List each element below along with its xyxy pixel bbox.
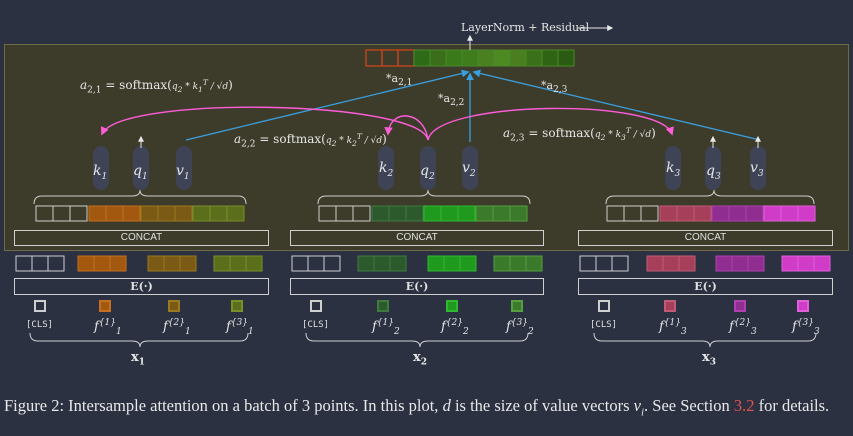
cls-token-2 <box>310 300 322 312</box>
feature-1-1 <box>99 300 111 312</box>
output-vector <box>365 49 575 67</box>
feature-3-2 <box>734 300 746 312</box>
embedding-vectors-1 <box>15 255 263 272</box>
layernorm-residual-label: LayerNorm + Residual <box>461 21 590 34</box>
feature-label-3-2: f{2}3 <box>729 318 757 337</box>
concat-vector-1 <box>35 205 245 222</box>
kqv-up-arrows <box>138 135 761 148</box>
concat-bar-2: CONCAT <box>290 230 544 246</box>
section-ref-link[interactable]: 3.2 <box>733 396 755 415</box>
feature-label-1-1: f{1}1 <box>94 318 122 337</box>
cls-token-3 <box>598 300 610 312</box>
feature-label-1-2: f{2}1 <box>163 318 191 337</box>
q2-to-k1-arrow <box>101 106 429 141</box>
feature-label-2-3: f{3}2 <box>506 318 534 337</box>
feature-label-1-3: f{3}1 <box>226 318 254 337</box>
feature-label-3-1: f{1}3 <box>659 318 687 337</box>
encoder-bar-3: E(·) <box>578 278 833 295</box>
feature-label-2-1: f{1}2 <box>372 318 400 337</box>
feature-3-3 <box>797 300 809 312</box>
feature-1-3 <box>231 300 243 312</box>
feature-label-3-3: f{3}3 <box>792 318 820 337</box>
feature-3-1 <box>664 300 676 312</box>
q1-label: q1 <box>133 163 148 182</box>
feature-2-1 <box>377 300 389 312</box>
weight-label-a21: *a2,1 <box>386 72 413 89</box>
feature-2-2 <box>446 300 458 312</box>
feature-2-3 <box>511 300 523 312</box>
attention-equation-a23: a2,3 = softmax(q2 * k3T / √d) <box>503 126 656 144</box>
cls-label-3: [CLS] <box>590 320 618 330</box>
cls-label-2: [CLS] <box>302 320 330 330</box>
v3-to-output-arrow <box>472 69 761 141</box>
cls-label-1: [CLS] <box>26 320 54 330</box>
attention-equation-a21: a2,1 = softmax(q2 * k1T / √d) <box>80 78 233 96</box>
feature-1-2 <box>168 300 180 312</box>
encoder-bar-1: E(·) <box>14 278 269 295</box>
cls-token-1 <box>34 300 46 312</box>
top-braces <box>33 189 815 205</box>
q2-label: q2 <box>420 163 435 182</box>
encoder-bar-2: E(·) <box>290 278 544 295</box>
attention-equation-a22: a2,2 = softmax(q2 * k2T / √d) <box>234 132 387 150</box>
q2-to-k3-arrow <box>427 107 674 141</box>
embedding-vectors-3 <box>579 255 831 272</box>
concat-bar-3: CONCAT <box>578 230 833 246</box>
k2-label: k2 <box>379 160 394 179</box>
concat-vector-3 <box>606 205 816 222</box>
bottom-braces <box>29 332 817 348</box>
v1-to-output-arrow <box>185 69 470 141</box>
k3-label: k3 <box>666 160 681 179</box>
x3-label: x3 <box>702 350 717 368</box>
q3-label: q3 <box>706 163 721 182</box>
x2-label: x2 <box>413 350 428 368</box>
weight-label-a23: *a2,3 <box>541 79 568 96</box>
concat-bar-1: CONCAT <box>14 230 269 246</box>
kqv-pillars <box>93 146 766 190</box>
weight-label-a22: *a2,2 <box>438 92 465 109</box>
v2-label: v2 <box>462 160 476 179</box>
figure-caption: Figure 2: Intersample attention on a bat… <box>4 396 830 419</box>
q2-to-k2-arrow <box>384 115 429 141</box>
embedding-vectors-2 <box>291 255 543 272</box>
feature-label-2-2: f{2}2 <box>441 318 469 337</box>
v1-label: v1 <box>176 163 190 182</box>
v3-label: v3 <box>750 160 764 179</box>
concat-vector-2 <box>318 205 528 222</box>
k1-label: k1 <box>93 163 108 182</box>
x1-label: x1 <box>131 350 146 368</box>
